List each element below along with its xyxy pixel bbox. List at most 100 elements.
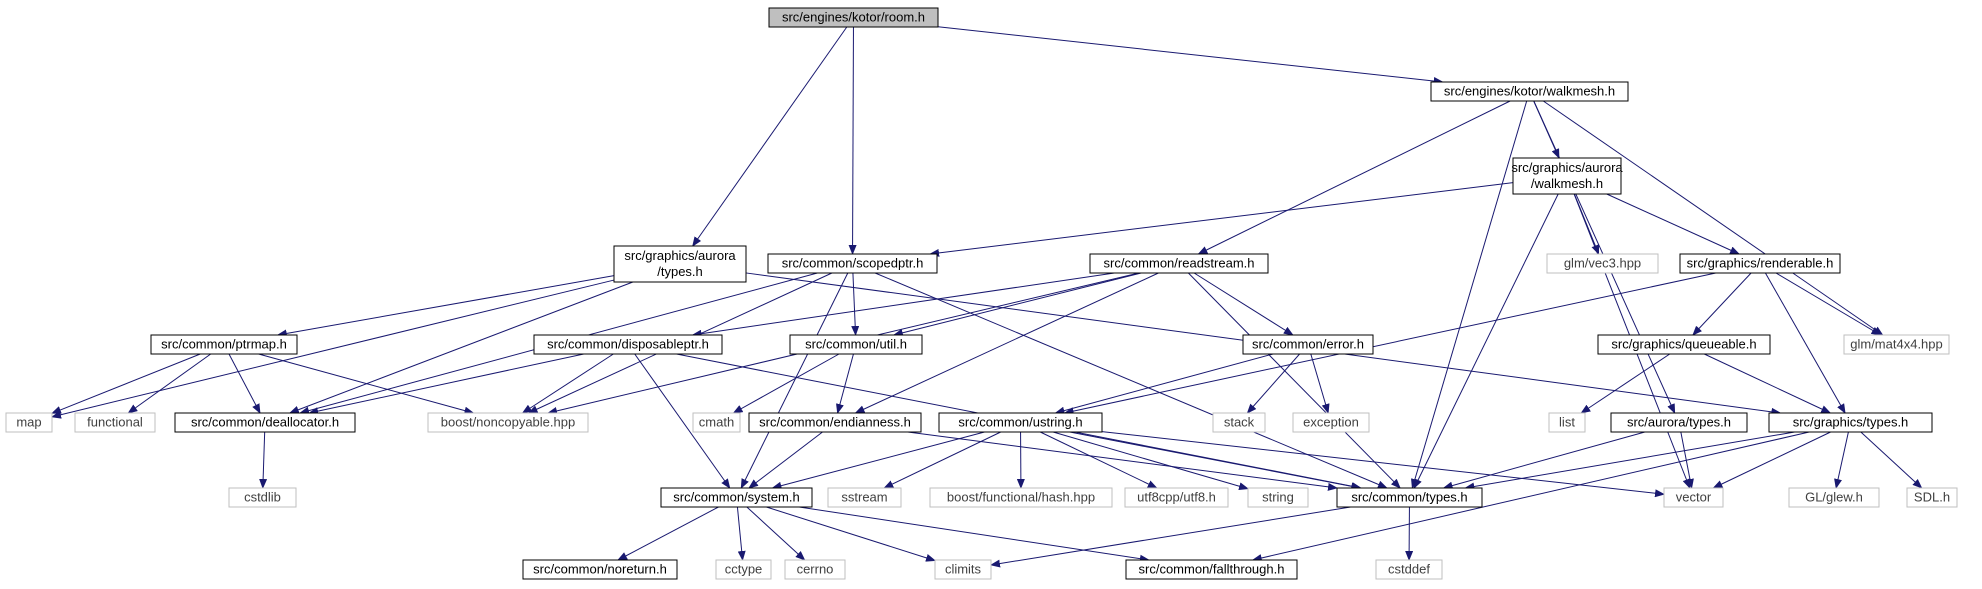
node-cerrno[interactable]: cerrno — [784, 559, 846, 580]
edge-queueable-to-gtypes — [1704, 353, 1832, 414]
node-box — [1212, 412, 1266, 433]
node-glew[interactable]: GL/glew.h — [1788, 487, 1880, 508]
node-autypes[interactable]: src/aurora/types.h — [1610, 412, 1748, 433]
node-label: src/common/ptrmap.h — [161, 337, 287, 352]
node-gatypes[interactable]: src/graphics/aurora/types.h — [613, 245, 747, 283]
node-box — [1768, 412, 1933, 433]
node-utf8[interactable]: utf8cpp/utf8.h — [1124, 487, 1229, 508]
node-exception[interactable]: exception — [1292, 412, 1370, 433]
edge-error-to-exception — [1310, 353, 1330, 414]
node-box — [1512, 157, 1622, 195]
node-ustring[interactable]: src/common/ustring.h — [938, 412, 1103, 433]
edge-readstream-to-endianness — [854, 272, 1159, 414]
node-box — [1788, 487, 1880, 508]
node-ekwalk[interactable]: src/engines/kotor/walkmesh.h — [1430, 81, 1629, 102]
node-box — [1375, 559, 1443, 580]
node-label: src/common/util.h — [805, 337, 907, 352]
node-label: src/graphics/renderable.h — [1687, 256, 1834, 271]
edge-scopedptr-to-system — [740, 272, 849, 489]
node-bfhash[interactable]: boost/functional/hash.hpp — [929, 487, 1113, 508]
node-room[interactable]: src/engines/kotor/room.h — [768, 7, 939, 28]
node-ctypes[interactable]: src/common/types.h — [1336, 487, 1483, 508]
node-deallocator[interactable]: src/common/deallocator.h — [174, 412, 356, 433]
edge-util-to-endianness — [836, 353, 854, 414]
node-label: src/common/noreturn.h — [533, 562, 667, 577]
node-box — [789, 334, 923, 355]
node-label: cmath — [699, 415, 734, 430]
node-noncopyable[interactable]: boost/noncopyable.hpp — [427, 412, 589, 433]
edge-readstream-to-ctypes — [1188, 272, 1401, 489]
edge-gtypes-to-fallthrough — [1251, 431, 1810, 562]
node-util[interactable]: src/common/util.h — [789, 334, 923, 355]
edge-scopedptr-to-util — [851, 272, 860, 336]
node-label: boost/functional/hash.hpp — [947, 490, 1095, 505]
node-label: cstdlib — [244, 490, 281, 505]
node-sdl[interactable]: SDL.h — [1906, 487, 1958, 508]
node-box — [533, 334, 723, 355]
node-box — [1089, 253, 1269, 274]
node-label: exception — [1303, 415, 1359, 430]
node-stack[interactable]: stack — [1212, 412, 1266, 433]
node-label: src/engines/kotor/room.h — [782, 10, 925, 25]
node-queueable[interactable]: src/graphics/queueable.h — [1597, 334, 1771, 355]
edge-gtypes-to-vector — [1712, 431, 1831, 489]
node-climits[interactable]: climits — [934, 559, 992, 580]
node-ptrmap[interactable]: src/common/ptrmap.h — [150, 334, 298, 355]
node-readstream[interactable]: src/common/readstream.h — [1089, 253, 1269, 274]
node-disposableptr[interactable]: src/common/disposableptr.h — [533, 334, 723, 355]
node-cctype[interactable]: cctype — [715, 559, 772, 580]
node-sstream[interactable]: sstream — [827, 487, 902, 508]
node-label: cstddef — [1388, 562, 1430, 577]
node-system[interactable]: src/common/system.h — [660, 487, 813, 508]
node-fallthrough[interactable]: src/common/fallthrough.h — [1125, 559, 1298, 580]
edge-renderable-to-glmmat4 — [1775, 272, 1882, 336]
edge-queueable-to-list — [1580, 353, 1671, 414]
node-box — [768, 7, 939, 28]
node-box — [1336, 487, 1483, 508]
node-glmmat4[interactable]: glm/mat4x4.hpp — [1843, 334, 1950, 355]
node-noreturn[interactable]: src/common/noreturn.h — [522, 559, 678, 580]
edge-gtypes-to-ctypes — [1464, 431, 1795, 491]
node-gtypes[interactable]: src/graphics/types.h — [1768, 412, 1933, 433]
node-label: SDL.h — [1914, 490, 1950, 505]
edge-ptrmap-to-noncopyable — [258, 353, 475, 415]
edge-ustring-to-string — [1052, 431, 1249, 491]
edge-deallocator-to-cstdlib — [259, 431, 268, 489]
node-glmvec3[interactable]: glm/vec3.hpp — [1546, 253, 1659, 274]
node-label: string — [1262, 490, 1294, 505]
edge-room-to-ekwalk — [937, 26, 1444, 85]
edge-renderable-to-gtypes — [1764, 272, 1846, 414]
node-cstdlib[interactable]: cstdlib — [228, 487, 297, 508]
node-label: src/graphics/types.h — [1793, 415, 1909, 430]
node-list[interactable]: list — [1548, 412, 1586, 433]
node-gawalk[interactable]: src/graphics/aurora/walkmesh.h — [1511, 157, 1623, 195]
node-endianness[interactable]: src/common/endianness.h — [748, 412, 922, 433]
edge-ptrmap-to-deallocator — [228, 353, 261, 414]
node-box — [934, 559, 992, 580]
node-box — [827, 487, 902, 508]
node-error[interactable]: src/common/error.h — [1242, 334, 1374, 355]
node-string[interactable]: string — [1247, 487, 1309, 508]
node-box — [174, 412, 356, 433]
node-map[interactable]: map — [5, 412, 53, 433]
node-box — [1292, 412, 1370, 433]
node-renderable[interactable]: src/graphics/renderable.h — [1679, 253, 1841, 274]
edge-ustring-to-ctypes — [1069, 431, 1362, 491]
node-label: /types.h — [657, 264, 703, 279]
edge-disposableptr-to-system — [634, 353, 731, 489]
edge-gatypes-to-map — [51, 279, 615, 419]
node-cstddef[interactable]: cstddef — [1375, 559, 1443, 580]
node-label: src/common/types.h — [1351, 490, 1467, 505]
node-label: cctype — [725, 562, 763, 577]
node-box — [715, 559, 772, 580]
node-box — [929, 487, 1113, 508]
edge-gatypes-to-ptrmap — [276, 275, 615, 338]
edge-room-to-scopedptr — [848, 26, 857, 255]
node-cmath[interactable]: cmath — [692, 412, 741, 433]
node-vector[interactable]: vector — [1663, 487, 1724, 508]
node-box — [1125, 559, 1298, 580]
node-functional[interactable]: functional — [74, 412, 156, 433]
node-box — [1663, 487, 1724, 508]
node-scopedptr[interactable]: src/common/scopedptr.h — [767, 253, 938, 274]
edge-disposableptr-to-deallocator — [308, 353, 584, 416]
